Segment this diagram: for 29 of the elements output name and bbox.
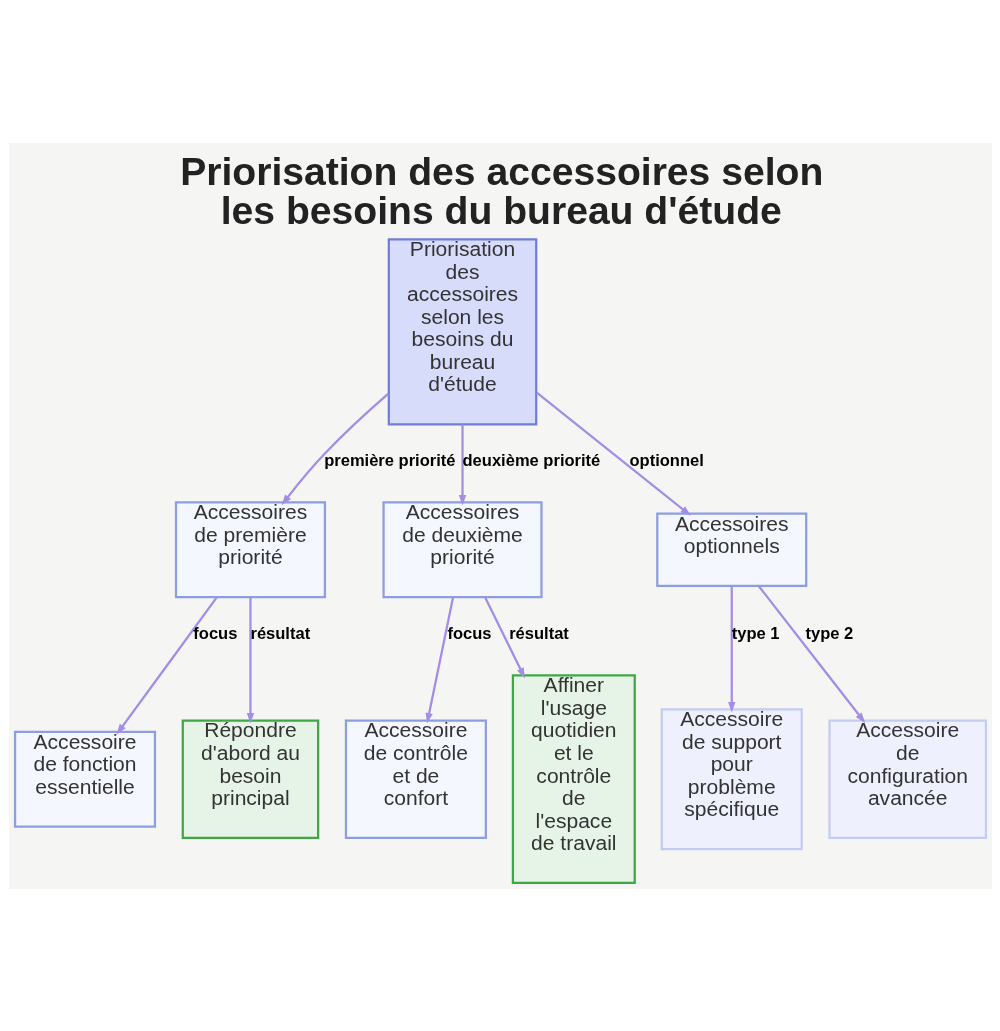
node-box: Accessoire de fonction essentielle: [13, 730, 156, 828]
arrow: [727, 585, 735, 712]
edge-label: première priorité: [323, 450, 456, 470]
edge-label: résultat: [249, 623, 310, 643]
arrow: [246, 597, 254, 724]
node-box: Répondre d'abord au besoin principal: [181, 718, 319, 839]
edge-label: type 1: [731, 623, 780, 643]
arrow: [458, 423, 466, 506]
node-box: Affiner l'usage quotidien et le contrôle de l'espace de travail: [511, 673, 636, 884]
edge-label: focus: [446, 623, 492, 643]
arrow: [535, 391, 691, 516]
arrow: [757, 585, 865, 723]
edge-label: résultat: [508, 623, 569, 643]
arrow: [116, 596, 217, 735]
node-box: Accessoires optionnels: [655, 512, 807, 587]
edge-label: focus: [192, 623, 237, 643]
node-box: Priorisation des accessoires selon les besoins du bureau d'étude: [387, 237, 537, 425]
arrow: [483, 596, 525, 678]
node-box: Accessoire de contrôle et de confort: [344, 718, 487, 839]
node-box: Accessoire de support pour problème spécifique: [660, 707, 803, 850]
arrow: [281, 392, 389, 505]
node-box: Accessoire de configuration avancée: [827, 718, 987, 839]
arrow: [425, 596, 454, 723]
node-box: Accessoires de première priorité: [174, 500, 326, 598]
edge-label: type 2: [804, 623, 853, 643]
node-box: Accessoires de deuxième priorité: [381, 500, 543, 598]
edge-label: optionnel: [628, 450, 704, 470]
diagram-title: Priorisation des accessoires selon les besoins du bureau d'étude: [179, 149, 823, 232]
edge-label: deuxième priorité: [462, 450, 600, 470]
